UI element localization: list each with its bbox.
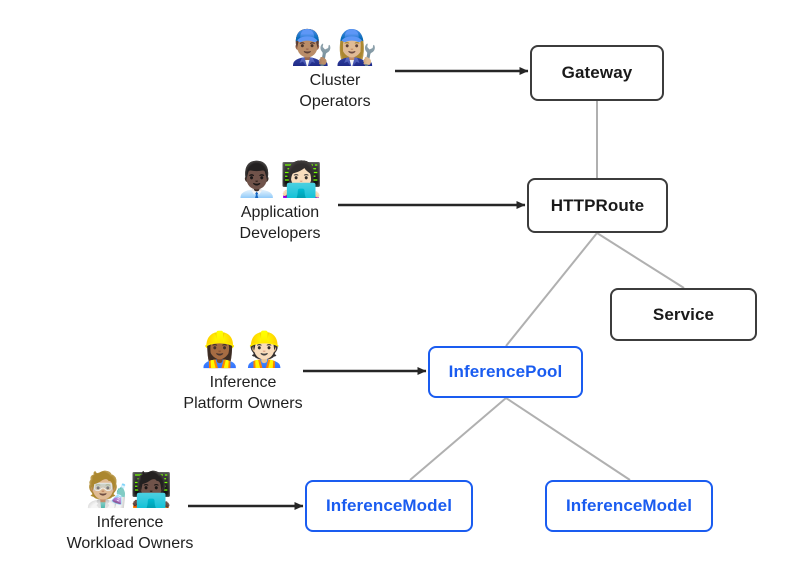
actor-inference-workload-owners: 🧑🏼‍🔬🧑🏿‍💻 Inference Workload Owners	[45, 470, 215, 554]
node-label: InferenceModel	[565, 496, 693, 515]
node-gateway[interactable]: Gateway	[530, 45, 664, 101]
scientist-icon+technologist-icon: 🧑🏼‍🔬🧑🏿‍💻	[85, 471, 175, 509]
edge-inferencepool-inferencemodel-left	[409, 397, 507, 481]
node-service[interactable]: Service	[610, 288, 757, 341]
actor-cluster-operators: 👨🏽‍🔧👩🏼‍🔧 Cluster Operators	[270, 28, 400, 112]
node-label: Service	[652, 304, 715, 324]
actor-inference-platform-owners: 👷🏾‍♀️👷🏻 Inference Platform Owners	[163, 330, 323, 414]
actor-label: Cluster Operators	[299, 72, 371, 110]
node-label: InferencePool	[448, 362, 563, 381]
man-mechanic-icon+woman-mechanic-icon: 👨🏽‍🔧👩🏼‍🔧	[290, 29, 380, 67]
actor-label: Inference Platform Owners	[183, 374, 303, 412]
actor-arrows	[188, 67, 529, 510]
actor-label: Application Developers	[239, 204, 321, 242]
actor-application-developers: 👨🏿‍💼👩🏻‍💻 Application Developers	[210, 160, 350, 244]
edge-httproute-service	[596, 232, 685, 289]
node-inferencemodel-right[interactable]: InferenceModel	[545, 480, 713, 532]
node-label: HTTPRoute	[550, 195, 645, 215]
node-inferencepool[interactable]: InferencePool	[428, 346, 583, 398]
actor-label: Inference Workload Owners	[66, 514, 194, 552]
node-httproute[interactable]: HTTPRoute	[527, 178, 668, 233]
node-inferencemodel-left[interactable]: InferenceModel	[305, 480, 473, 532]
node-label: Gateway	[561, 63, 633, 82]
node-label: InferenceModel	[325, 496, 453, 515]
edge-httproute-inferencepool	[505, 232, 598, 347]
woman-construction-worker-icon+man-construction-worker-icon: 👷🏾‍♀️👷🏻	[198, 331, 288, 369]
edge-inferencepool-inferencemodel-right	[505, 397, 631, 481]
man-office-worker-icon+woman-technologist-icon: 👨🏿‍💼👩🏻‍💻	[235, 161, 325, 199]
